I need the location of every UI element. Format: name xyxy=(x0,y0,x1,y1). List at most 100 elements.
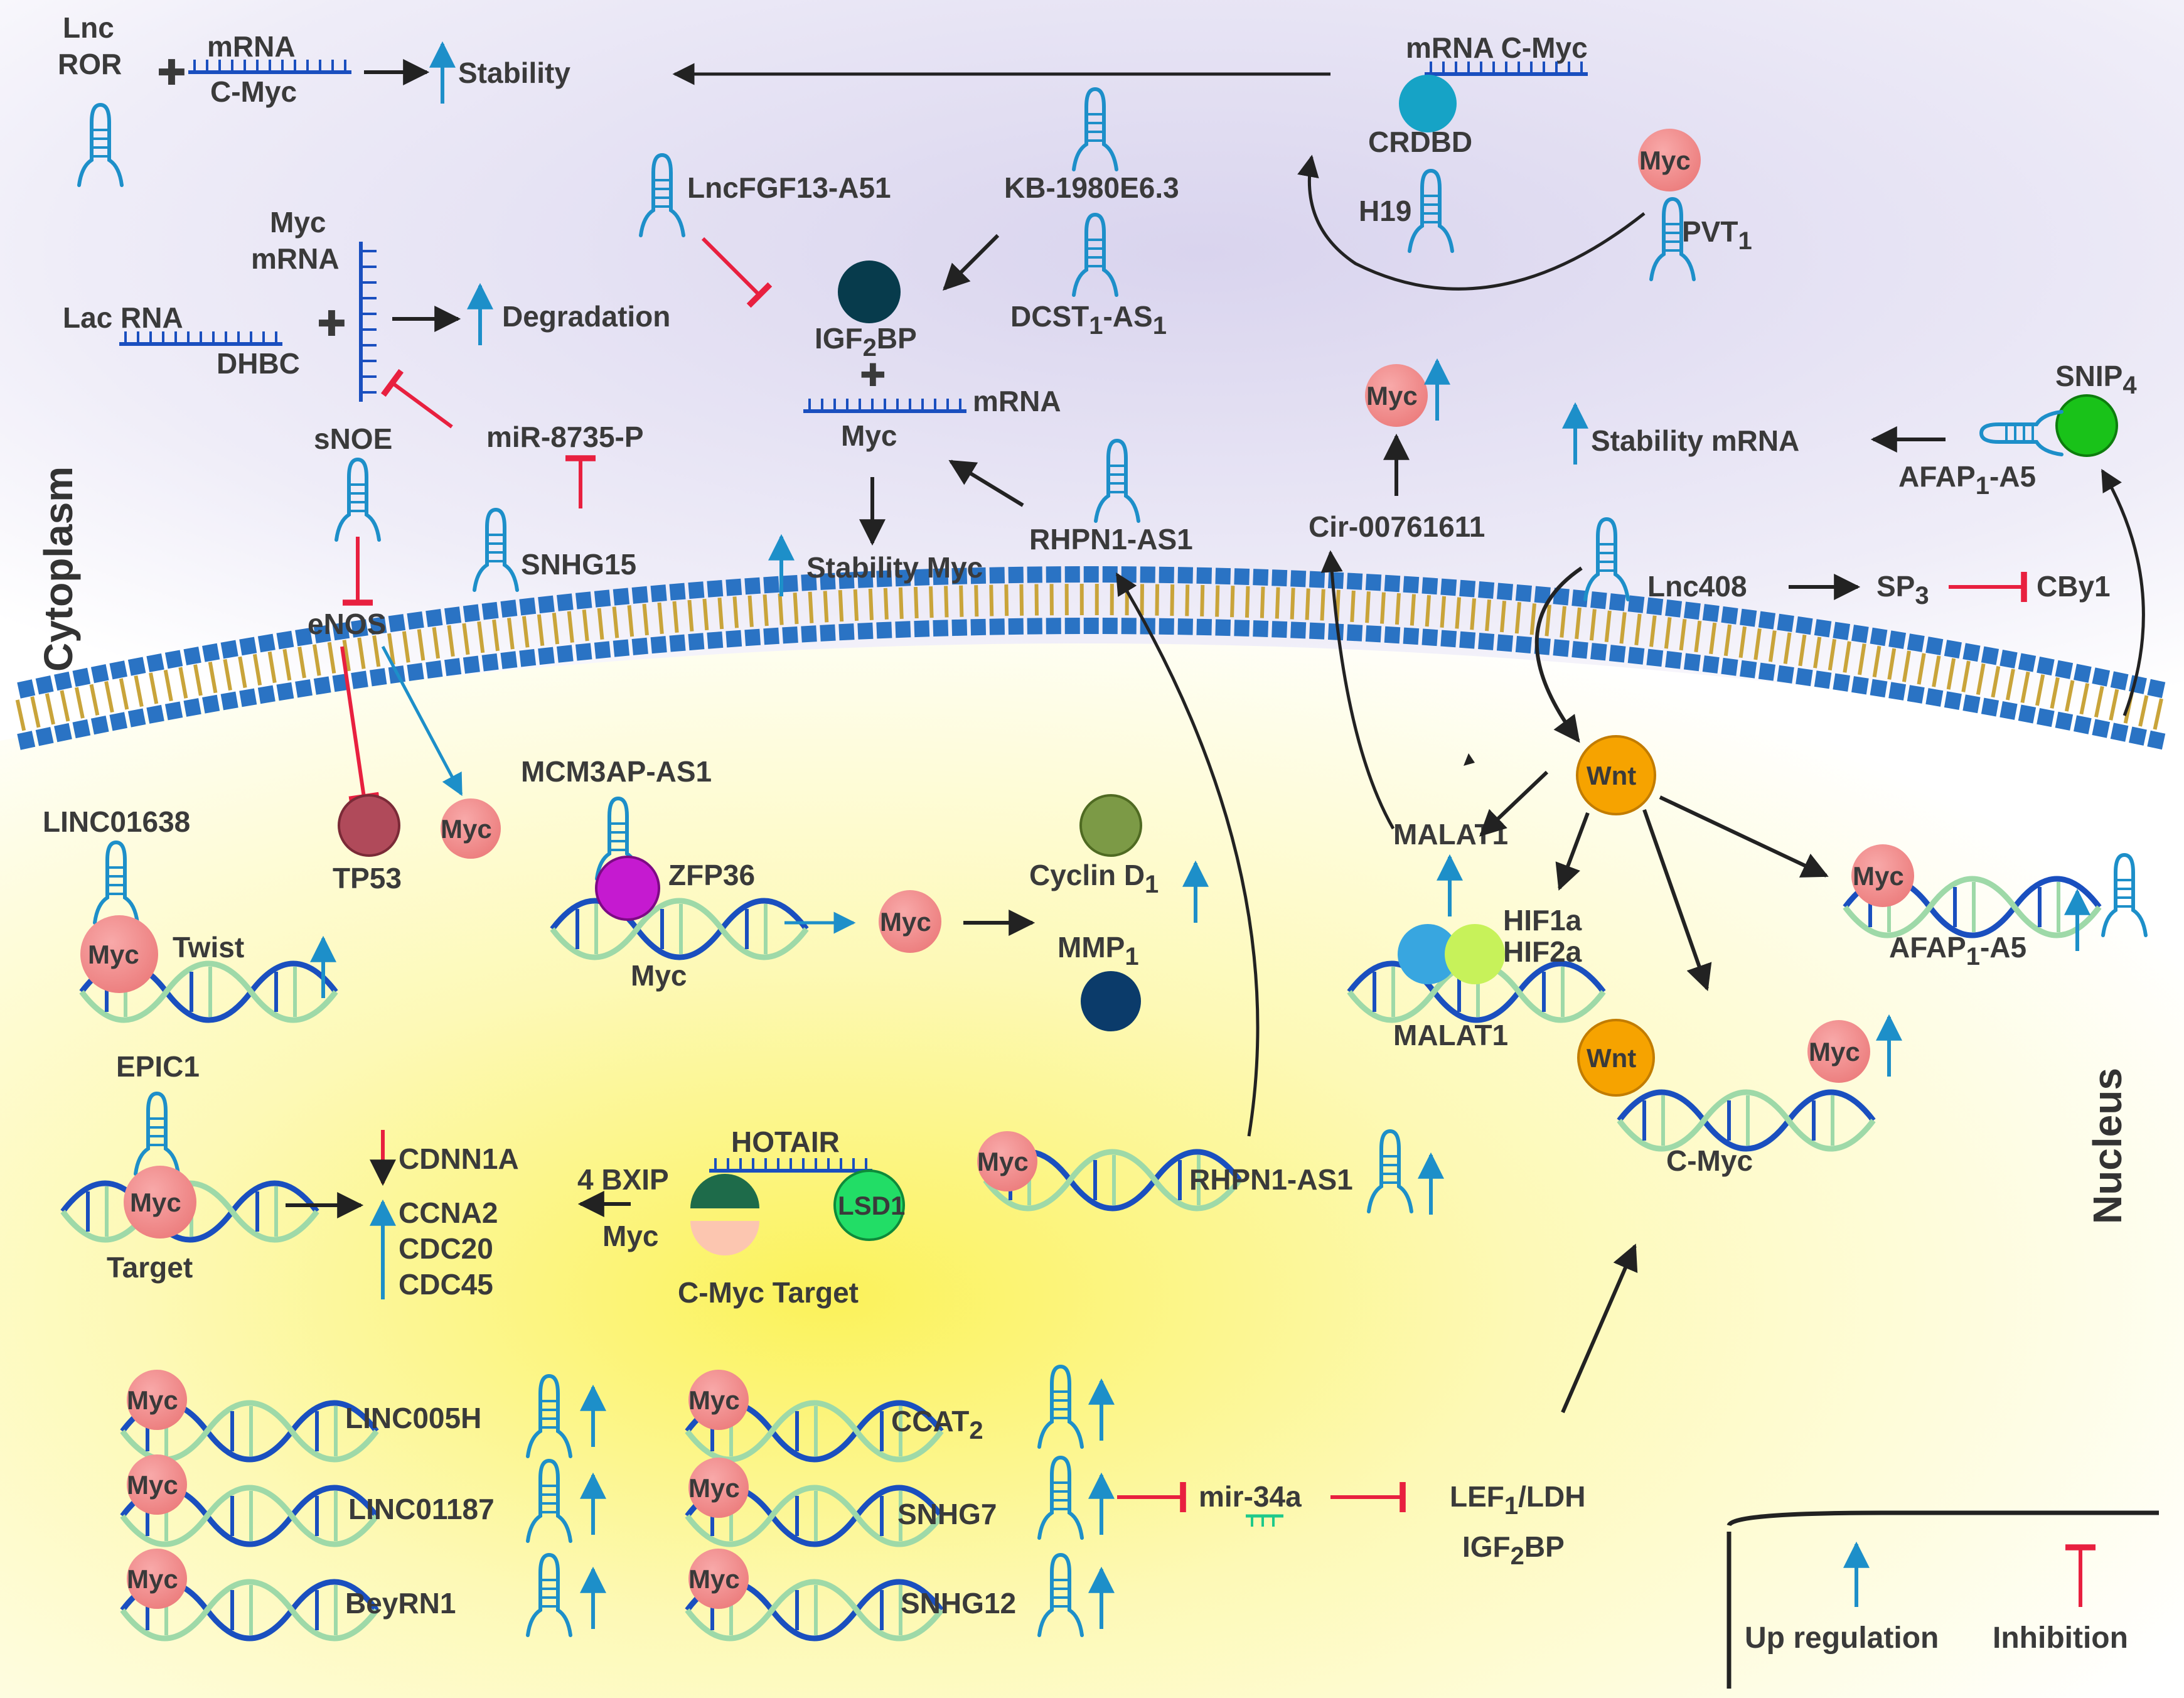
mmp1-node xyxy=(1081,971,1141,1031)
legend-inhibition-label: Inhibition xyxy=(1993,1621,2128,1655)
myc-hot-label: Myc xyxy=(602,1220,658,1252)
myc-badge-label: Myc xyxy=(1853,861,1904,891)
plus-icon-2: ✚ xyxy=(317,304,346,343)
malat1-bot-label: MALAT1 xyxy=(1393,1019,1508,1051)
myc-node-cir xyxy=(1365,364,1428,427)
twist-label: Twist xyxy=(173,931,244,964)
cir-label: Cir-00761611 xyxy=(1309,510,1485,543)
myc-badge-label: Myc xyxy=(688,1564,740,1594)
afap-top-label: AFAP1-A5 xyxy=(1898,460,2036,500)
cmyc-nuc-label: C-Myc xyxy=(1666,1144,1753,1177)
legend-up-label: Up regulation xyxy=(1745,1621,1939,1655)
myc-node-cmyc xyxy=(1807,1020,1870,1083)
legend: Up regulation Inhibition xyxy=(1726,1510,2159,1689)
wnt-label-2: Wnt xyxy=(1587,1043,1636,1073)
cell-membrane xyxy=(15,566,2169,750)
snhg12-label: SNHG12 xyxy=(901,1587,1016,1620)
myc-node-beyrn1 xyxy=(127,1549,187,1609)
snip4-node xyxy=(2055,394,2118,457)
rhpn1-bot-label: RHPN1-AS1 xyxy=(1189,1163,1353,1196)
igf2bp-nuc-label: IGF2BP xyxy=(1462,1530,1565,1570)
lac-rna-label: Lac RNA xyxy=(63,301,183,334)
hotair-bottom-node xyxy=(690,1221,759,1255)
mrna-top-label: mRNA xyxy=(207,30,296,63)
kb-label: KB-1980E6.3 xyxy=(1004,171,1179,204)
ccna2-label: CCNA2 xyxy=(399,1196,498,1229)
cmyc-top-label: C-Myc xyxy=(210,75,297,108)
arrowhead-stub xyxy=(1464,753,1475,766)
myc-node-snhg7 xyxy=(688,1458,749,1518)
cby1-label: CBy1 xyxy=(2037,570,2111,603)
malat1-top-label: MALAT1 xyxy=(1393,818,1508,851)
bxip-label: 4 BXIP xyxy=(577,1163,669,1196)
arrow-wnt-to-malat1 xyxy=(1479,770,1549,837)
igf2bp-node xyxy=(838,261,901,323)
arrow-wnt-to-afap xyxy=(1659,795,1829,878)
enos-label: eNOS xyxy=(308,608,386,640)
wnt-node xyxy=(1576,735,1656,815)
myc-badge-label: Myc xyxy=(977,1147,1029,1176)
myc-badge-label: Myc xyxy=(688,1473,740,1503)
ror-label: ROR xyxy=(58,48,122,80)
hif2a-node xyxy=(1445,924,1505,984)
myc-badge-label: Myc xyxy=(1639,146,1691,175)
myc-node-zfp36 xyxy=(879,890,941,953)
hif1a-label: HIF1a xyxy=(1503,904,1582,937)
myc-node-linc005h xyxy=(127,1370,187,1430)
inhibit-lncfgf xyxy=(701,237,773,308)
myc-badge-label: Myc xyxy=(880,907,931,937)
rhpn1-top-label: RHPN1-AS1 xyxy=(1029,523,1193,556)
myc-node-epic1 xyxy=(124,1166,196,1239)
mmp1-label: MMP1 xyxy=(1057,931,1139,970)
cyclin-label: Cyclin D1 xyxy=(1029,859,1159,898)
myc-badge-label: Myc xyxy=(1809,1037,1860,1067)
snoe-label: sNOE xyxy=(314,422,392,455)
myc-node-afap xyxy=(1851,844,1914,907)
mir8735-label: miR-8735-P xyxy=(486,421,644,453)
lncfgf-label: LncFGF13-A51 xyxy=(687,171,891,204)
cyclin-node xyxy=(1079,794,1142,857)
target-label: Target xyxy=(107,1251,193,1284)
lsd1-label: LSD1 xyxy=(838,1191,905,1220)
myc-badge-label: Myc xyxy=(88,940,139,969)
myc-mid-label: Myc xyxy=(841,419,897,452)
linc005h-label: LINC005H xyxy=(345,1402,481,1434)
arrow-rhpn1-to-cytoplasm xyxy=(1115,572,1260,1137)
stability-label: Stability xyxy=(458,56,570,89)
inhibit-mir8735 xyxy=(380,368,453,429)
plus-icon: ✚ xyxy=(157,53,186,92)
beyrn1-label: BeyRN1 xyxy=(345,1587,456,1620)
tp53-node xyxy=(338,794,400,857)
myc-dna-label: Myc xyxy=(631,959,687,992)
mir34a-strand-icon xyxy=(1246,1514,1283,1527)
snhg15-label: SNHG15 xyxy=(521,548,636,581)
myc-badge-label: Myc xyxy=(1366,381,1418,411)
arrow-malat1-to-cir xyxy=(1320,550,1395,830)
arrow-kb-to-igf2bp xyxy=(943,234,1000,291)
dhbc-label: DHBC xyxy=(217,347,300,380)
wnt-label: Wnt xyxy=(1587,761,1636,790)
myc-badge-label: Myc xyxy=(127,1564,178,1594)
lef1-label: LEF1/LDH xyxy=(1450,1480,1585,1520)
mir34a-label: mir-34a xyxy=(1199,1480,1302,1513)
pvt1-label: PVT1 xyxy=(1682,215,1752,255)
arrow-rhpn1-to-myc xyxy=(948,459,1024,507)
arrow-lef1-to-cmyc xyxy=(1561,1244,1638,1414)
hif1a-node xyxy=(1398,924,1458,984)
myc-node-linc01187 xyxy=(127,1454,187,1515)
myc-node-ccat2 xyxy=(688,1370,749,1430)
myc-node-pvt1 xyxy=(1638,129,1701,191)
arrow-lnc408-to-wnt xyxy=(1534,566,1583,743)
igf2bp-label: IGF2BP xyxy=(815,322,917,362)
mrna-cmyc-label: mRNA C-Myc xyxy=(1406,31,1588,64)
cmyc-target-label: C-Myc Target xyxy=(678,1276,859,1309)
dcst-label: DCST1-AS1 xyxy=(1010,300,1167,340)
epic1-label: EPIC1 xyxy=(116,1050,200,1083)
mrna-mid-label: mRNA xyxy=(973,385,1061,417)
myc-mrna-label-b: mRNA xyxy=(251,242,340,275)
crdbd-node xyxy=(1399,75,1457,132)
snhg7-label: SNHG7 xyxy=(897,1498,997,1530)
cytoplasm-label: Cytoplasm xyxy=(36,466,81,672)
zfp36-node xyxy=(595,856,660,921)
